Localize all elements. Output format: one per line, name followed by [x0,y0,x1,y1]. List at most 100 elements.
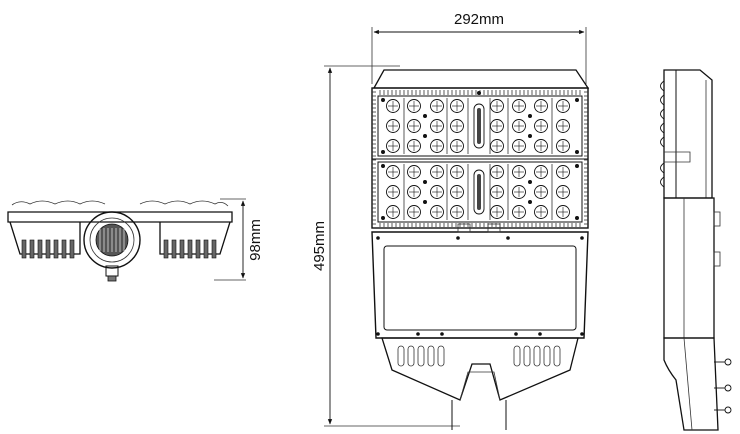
screw-dot [381,216,385,220]
fin [37,239,43,259]
led-lens [450,139,464,153]
led-lens [407,99,421,113]
led-lens [512,205,526,219]
led-lens [386,119,400,133]
led-lens [407,139,421,153]
led-lens [512,185,526,199]
length-dimension-label: 495mm [311,221,328,271]
fin [29,239,35,259]
screw-dot [423,134,427,138]
fin [45,239,51,259]
led-lens [450,185,464,199]
screw-dot [416,332,420,336]
bolt-icon [724,358,732,366]
led-lens [407,185,421,199]
led-lens [534,119,548,133]
led-lens [386,165,400,179]
screw-dot [381,150,385,154]
led-lens [450,99,464,113]
fin [211,239,217,259]
center-lens [473,169,485,215]
screw-dot [423,200,427,204]
led-lens [490,139,504,153]
led-lens [534,185,548,199]
fin [179,239,185,259]
screw-dot [575,98,579,102]
led-lens [386,99,400,113]
center-lens [473,103,485,149]
screw-dot [477,91,481,95]
led-lens [556,165,570,179]
led-lens [534,139,548,153]
fin [171,239,177,259]
led-lens [430,185,444,199]
fin [203,239,209,259]
led-lens [407,165,421,179]
led-lens [386,185,400,199]
led-lens [534,165,548,179]
screw-dot [538,332,542,336]
bolt-icon [724,406,732,414]
fin [195,239,201,259]
led-lens [556,185,570,199]
led-lens [430,119,444,133]
led-lens [556,99,570,113]
led-lens [490,99,504,113]
led-lens [556,119,570,133]
screw-dot [506,236,510,240]
fin [69,239,75,259]
bolt-icon [724,384,732,392]
led-lens [430,139,444,153]
led-lens [450,205,464,219]
screw-dot [580,332,584,336]
led-lens [512,99,526,113]
led-lens [490,185,504,199]
led-lens [490,119,504,133]
screw-dot [440,332,444,336]
screw-dot [528,134,532,138]
screw-dot [381,164,385,168]
screw-dot [381,98,385,102]
led-lens [386,205,400,219]
width-dimension-label: 292mm [454,11,504,28]
fin [21,239,27,259]
led-lens [512,165,526,179]
led-lens [430,99,444,113]
screw-dot [575,150,579,154]
screw-dot [575,216,579,220]
led-lens [490,205,504,219]
led-lens [430,165,444,179]
height-dimension-label: 98mm [247,219,264,261]
led-lens [534,99,548,113]
led-lens [556,205,570,219]
fin [187,239,193,259]
led-lens [450,119,464,133]
fin [163,239,169,259]
led-lens [556,139,570,153]
end-view: 98mm [7,198,264,282]
led-lens [407,205,421,219]
screw-dot [376,236,380,240]
screw-dot [580,236,584,240]
led-lens [430,205,444,219]
screw-dot [423,114,427,118]
led-lens [450,165,464,179]
screw-dot [528,180,532,184]
screw-dot [528,200,532,204]
screw-dot [376,332,380,336]
screw-dot [575,164,579,168]
screw-dot [528,114,532,118]
front-view: 292mm 495mm [311,11,590,430]
screw-dot [423,180,427,184]
led-lens [386,139,400,153]
fin [53,239,59,259]
screw-dot [514,332,518,336]
led-lens [490,165,504,179]
led-lens [534,205,548,219]
screw-dot [456,236,460,240]
led-lens [407,119,421,133]
fin [61,239,67,259]
led-lens [512,119,526,133]
side-view [660,69,732,431]
